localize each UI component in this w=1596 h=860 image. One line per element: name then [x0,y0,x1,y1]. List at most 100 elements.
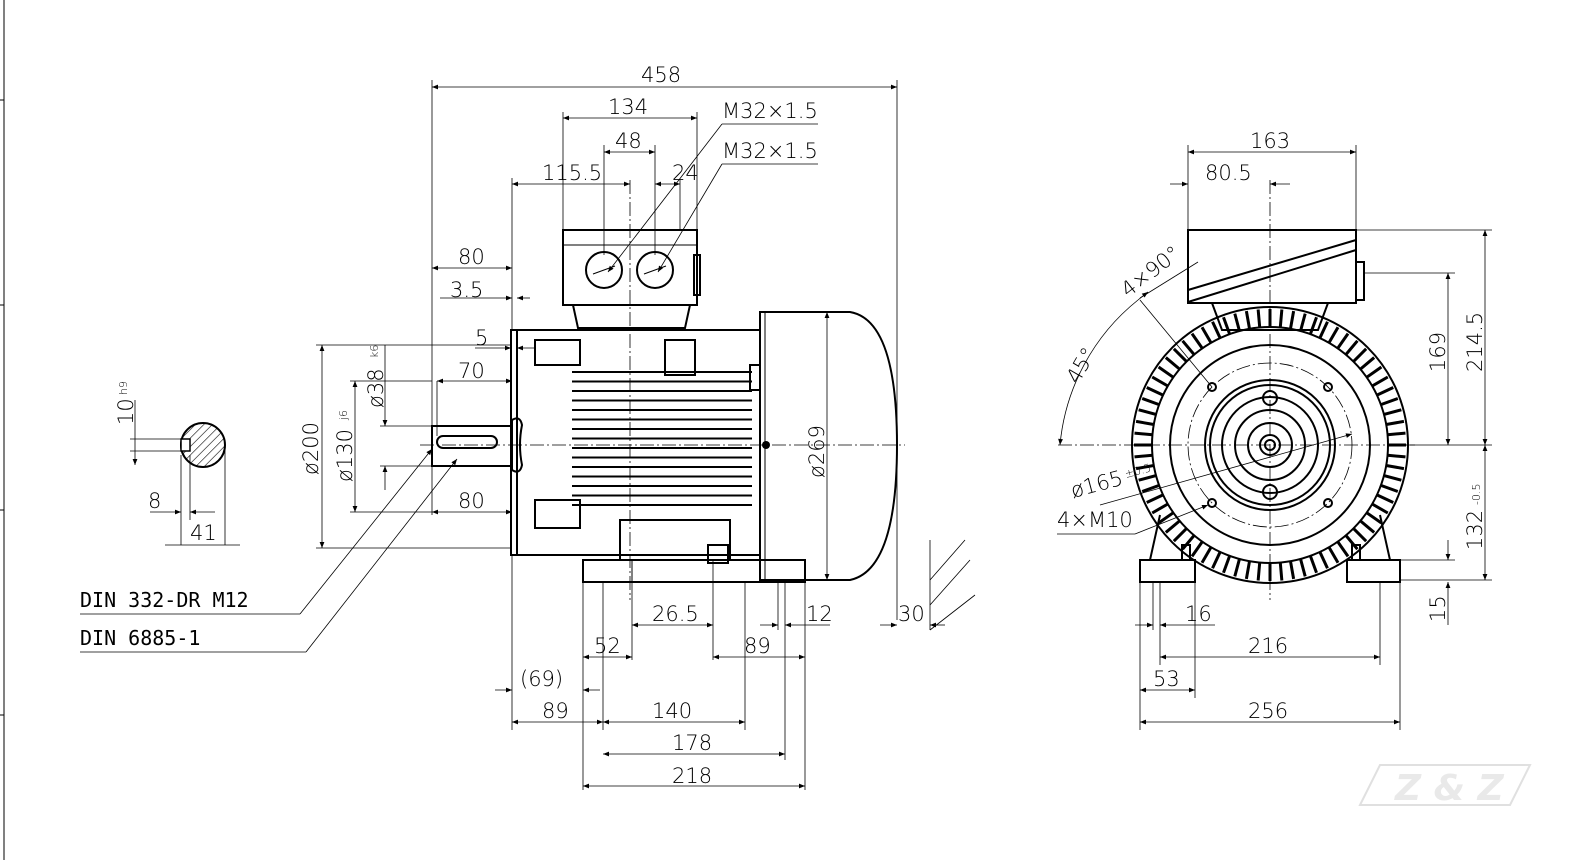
cooling-fin [1371,502,1389,515]
cooling-fin [1385,419,1405,426]
key-width-label: 10 [114,398,138,425]
cooling-fin [1233,558,1241,577]
cooling-fin [1327,546,1340,564]
cooling-fin [1211,551,1222,569]
side-dimensions: 458 134 48 M32×1.5 M32×1.5 115.5 24 80 3… [299,63,976,790]
cooling-fin [1299,558,1307,577]
cooling-fin [1141,397,1160,407]
dim-3-5: 3.5 [450,278,483,302]
cooling-fin [1256,309,1262,328]
dim-216: 216 [1248,634,1288,658]
cooling-fin [1200,546,1213,564]
cooling-fin [1299,313,1307,332]
dim-80-top: 80 [458,245,485,269]
angle-4x90: 4×90° [1116,241,1185,302]
dim-256: 256 [1248,699,1288,723]
dim-dia-38: ø38 [364,368,388,408]
cooling-fin [1135,419,1155,426]
cooling-fin [1365,511,1383,525]
spigot-tol: j6 [337,410,350,421]
cooling-fin [1289,310,1296,330]
cooling-fin [1164,356,1181,371]
cooling-fin [1244,560,1251,580]
cooling-fin [1387,431,1406,437]
dim-89-left: 89 [542,699,569,723]
dim-12: 12 [806,602,833,626]
note-key: DIN 6885-1 [80,626,200,650]
cooling-fin [1190,540,1204,558]
cooling-fin [1200,326,1213,344]
dim-89-right: 89 [744,634,771,658]
cooling-fin [1256,562,1262,581]
front-dimensions: 163 80.5 214.5 169 132 -0.5 15 16 216 53… [1057,129,1492,730]
svg-text:Z & Z: Z & Z [1394,768,1505,809]
cooling-fin [1172,347,1188,363]
cooling-fin [1383,408,1402,416]
dim-458: 458 [641,63,681,87]
cooling-fin [1352,347,1368,363]
cooling-fin [1376,386,1394,397]
dim-214-5: 214.5 [1463,312,1487,372]
cooling-fin [1308,316,1318,335]
cooling-fin [1146,386,1164,397]
cooling-fin [1385,464,1405,471]
dim-24: 24 [672,161,699,185]
cooling-fin [1327,326,1340,344]
cooling-fin [1278,309,1284,328]
cooling-fin [1222,555,1232,574]
cooling-fin [1244,310,1251,330]
page-border [0,0,5,860]
dim-140: 140 [652,699,692,723]
logo-watermark: Z & Z [1358,764,1532,809]
dim-70: 70 [458,359,485,383]
dim-30: 30 [898,602,925,626]
dim-80-5: 80.5 [1205,161,1252,185]
cooling-fin [1157,511,1175,525]
dim-26-5: 26.5 [652,602,699,626]
dim-dia-200: ø200 [299,422,323,475]
cooling-fin [1141,483,1160,493]
cooling-fin [1138,408,1157,416]
cooling-fin [1135,464,1155,471]
cooling-fin [1233,313,1241,332]
cooling-fin [1190,332,1204,350]
cooling-fin [1371,375,1389,388]
dim-dia-130: ø130 [333,429,357,482]
cooling-fin [1344,339,1359,356]
cooling-fin [1376,493,1394,504]
cooling-fin [1359,519,1376,534]
cooling-fin [1278,562,1284,581]
shaft-dia-tol: k6 [368,345,381,358]
cooling-fin [1289,560,1296,580]
gland-thread-2: M32×1.5 [722,139,818,163]
key-tol-label: h9 [117,381,130,395]
cooling-fin [1157,365,1175,379]
dim-53: 53 [1153,667,1180,691]
cooling-fin [1318,551,1329,569]
cooling-fin [1211,321,1222,339]
cooling-fin [1352,527,1368,543]
key-depth-label: 8 [148,489,161,513]
side-view [420,180,905,600]
dim-dia-269: ø269 [805,425,829,478]
cooling-fin [1344,534,1359,551]
cooling-fin [1308,555,1318,574]
cooling-fin [1336,332,1350,350]
angle-45: 45° [1062,343,1101,387]
din-notes: DIN 332-DR M12 DIN 6885-1 [80,448,458,653]
dim-132-tol: -0.5 [1470,484,1483,505]
cooling-fin [1134,453,1153,459]
dim-69: (69) [520,667,563,691]
dim-169: 169 [1426,332,1450,372]
cooling-fin [1380,397,1399,407]
dim-52: 52 [594,634,621,658]
dim-16: 16 [1185,602,1212,626]
bolt-holes-label: 4×M10 [1057,508,1133,532]
cooling-fin [1181,339,1196,356]
cooling-fin [1151,502,1169,515]
dim-178: 178 [672,731,712,755]
dim-5: 5 [475,326,488,350]
note-thread: DIN 332-DR M12 [80,588,249,612]
cooling-fin [1151,375,1169,388]
